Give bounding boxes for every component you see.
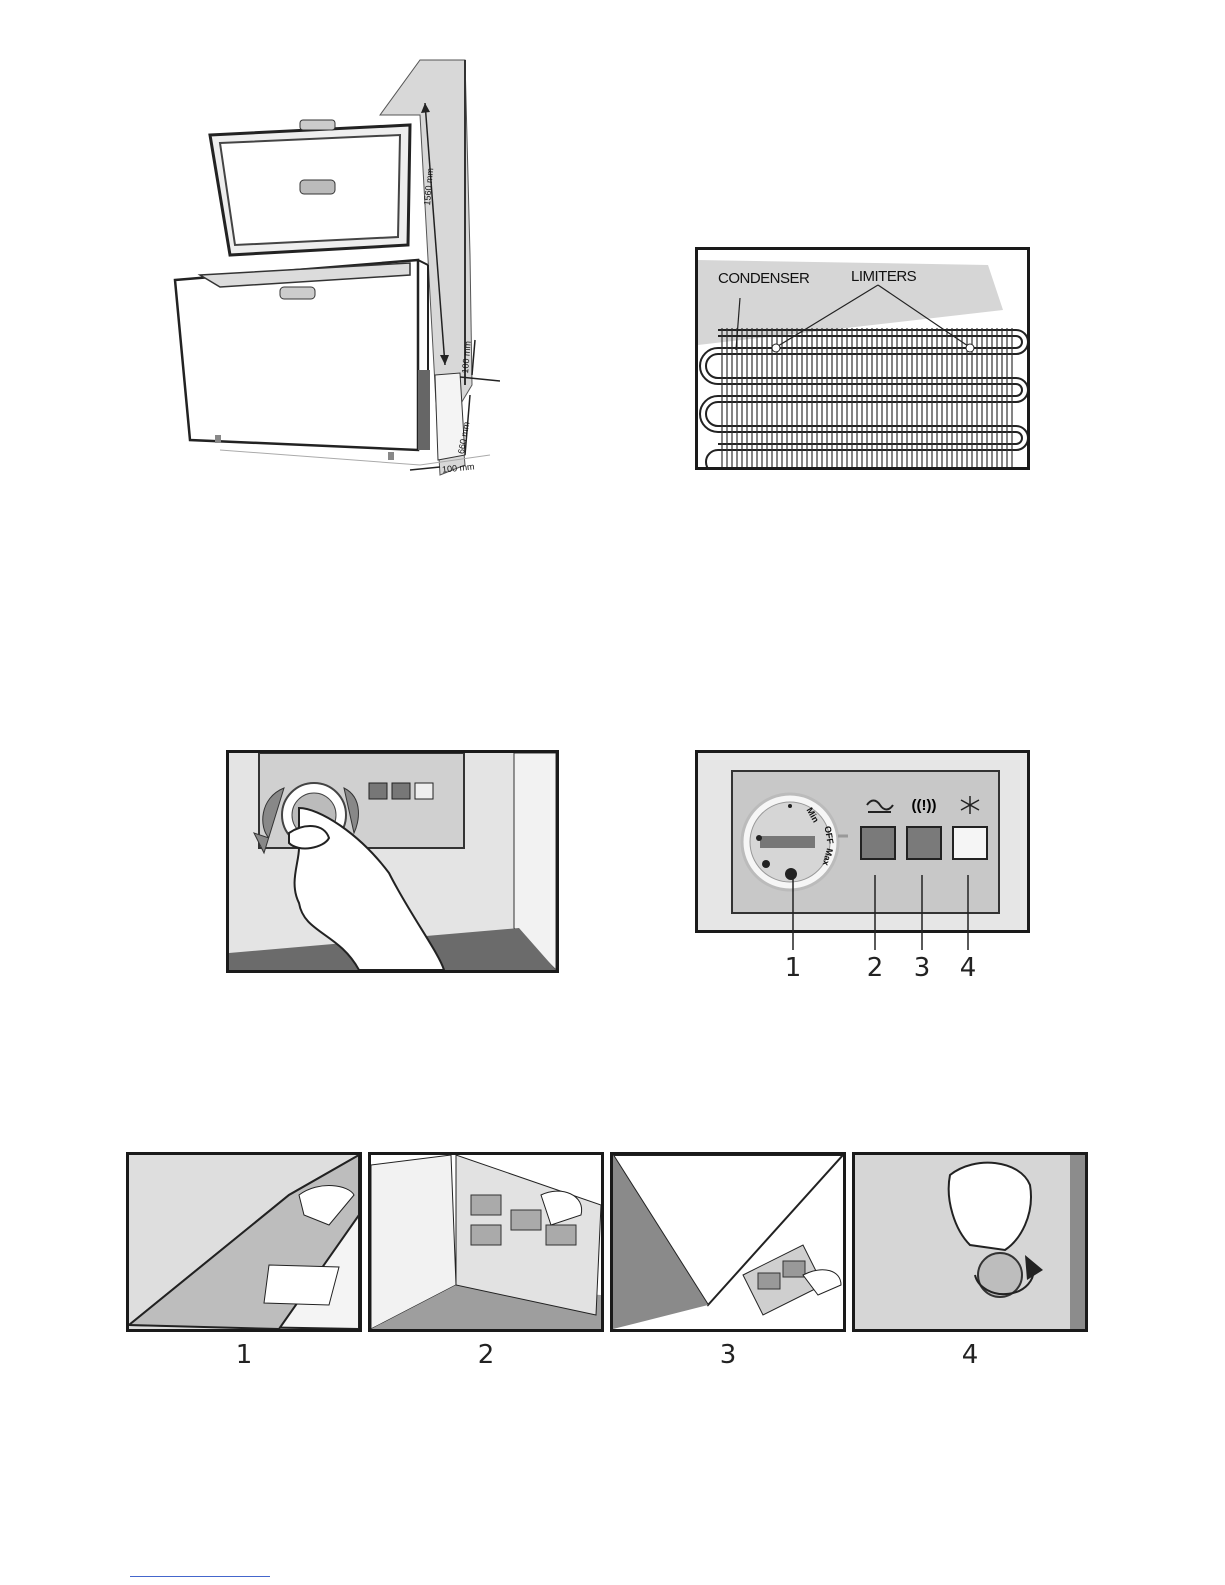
condenser-figure: CONDENSER LIMITERS	[695, 247, 1030, 470]
freezer-installation-figure: 1560 mm 100 mm 660 mm 100 mm	[160, 55, 500, 485]
step-label-3: 3	[718, 1340, 738, 1370]
condenser-label: CONDENSER	[718, 270, 809, 287]
callout-3: 3	[912, 953, 932, 983]
step-3-illustration	[613, 1155, 843, 1329]
snowflake-icon	[961, 796, 979, 814]
step-label-4: 4	[960, 1340, 980, 1370]
callout-1: 1	[783, 953, 803, 983]
step-panel-4	[852, 1152, 1088, 1332]
thermostat-adjust-figure	[226, 750, 559, 973]
step-panel-3	[610, 1152, 846, 1332]
step-2-illustration	[371, 1155, 601, 1329]
callout-lines	[780, 845, 980, 965]
callout-4: 4	[958, 953, 978, 983]
step-panel-1	[126, 1152, 362, 1332]
step-1-illustration	[129, 1155, 359, 1329]
alarm-icon: ((!))	[912, 797, 937, 814]
step-4-illustration	[855, 1155, 1085, 1329]
hand-dial-illustration	[229, 753, 556, 970]
limiters-label: LIMITERS	[851, 268, 916, 285]
freezer-illustration	[160, 55, 500, 485]
svg-text:((!)): ((!))	[912, 797, 937, 814]
step-panel-2	[368, 1152, 604, 1332]
callout-2: 2	[865, 953, 885, 983]
footer-link-line	[130, 1576, 270, 1577]
step-label-2: 2	[476, 1340, 496, 1370]
step-label-1: 1	[234, 1340, 254, 1370]
